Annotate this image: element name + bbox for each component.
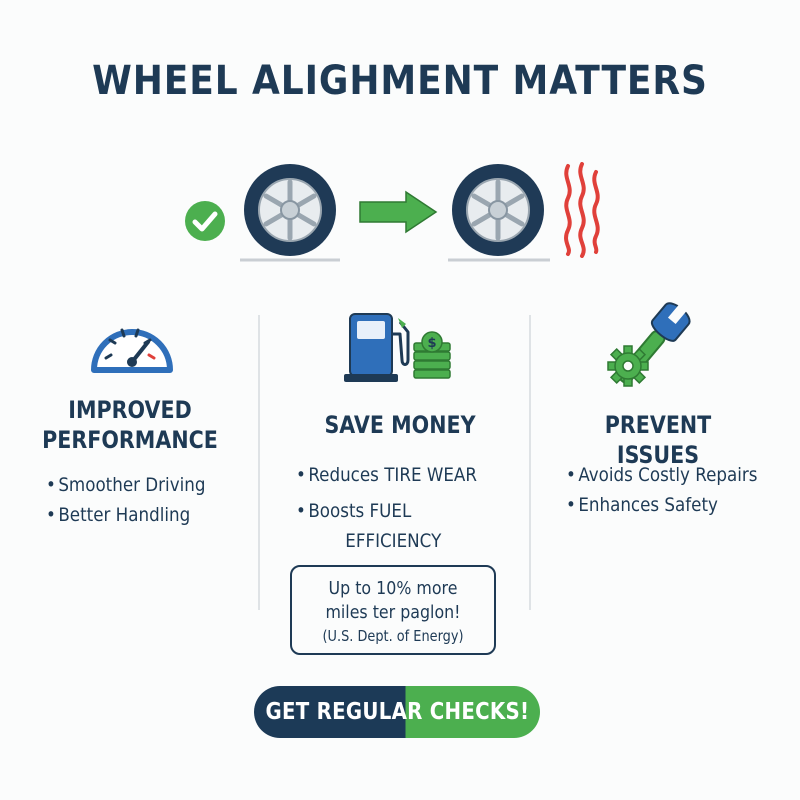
speedometer-icon [91, 328, 173, 373]
heat-waves-icon [564, 162, 600, 258]
wrench-gear-icon [607, 302, 691, 387]
callout-line: Up to 10% more [328, 578, 458, 599]
tire-icon [448, 164, 550, 262]
page-title: WHEEL ALIGHMENT MATTERS [92, 58, 708, 104]
tire-icon [240, 164, 340, 262]
column-divider [258, 315, 260, 610]
fuel-stat-callout: Up to 10% more miles ter paglon! (U.S. D… [290, 565, 496, 655]
heading-save-money: SAVE MONEY [324, 411, 476, 439]
cta-button[interactable]: GET REGULAR CHECKS! [254, 686, 540, 738]
callout-source: (U.S. Dept. of Energy) [322, 627, 464, 645]
fuel-pump-icon: $ [344, 313, 451, 382]
arrow-right-icon [359, 190, 438, 234]
list-item: •Better Handling [46, 504, 191, 526]
list-item: •Boosts FUEL [296, 500, 412, 522]
callout-line: miles ter paglon! [325, 602, 461, 623]
save-money-bullets: •Reduces TIRE WEAR •Boosts FUEL EFFICIEN… [296, 460, 502, 556]
list-item: •Avoids Costly Repairs [566, 464, 758, 486]
checkmark-icon [185, 201, 225, 241]
performance-bullets: •Smoother Driving •Better Handling [46, 470, 227, 530]
list-item: •Reduces TIRE WEAR [296, 464, 477, 486]
prevent-issues-bullets: •Avoids Costly Repairs •Enhances Safety [566, 460, 784, 520]
column-divider [529, 315, 531, 610]
list-item: •Enhances Safety [566, 494, 718, 516]
svg-text:$: $ [427, 336, 436, 351]
list-item-continuation: EFFICIENCY [345, 530, 442, 552]
list-item: •Smoother Driving [46, 474, 206, 496]
hero-graphic [0, 150, 800, 270]
heading-performance: IMPROVED PERFORMANCE [42, 396, 218, 454]
heading-prevent-issues: PREVENT ISSUES [604, 411, 712, 469]
cta-label: GET REGULAR CHECKS! [265, 699, 529, 725]
